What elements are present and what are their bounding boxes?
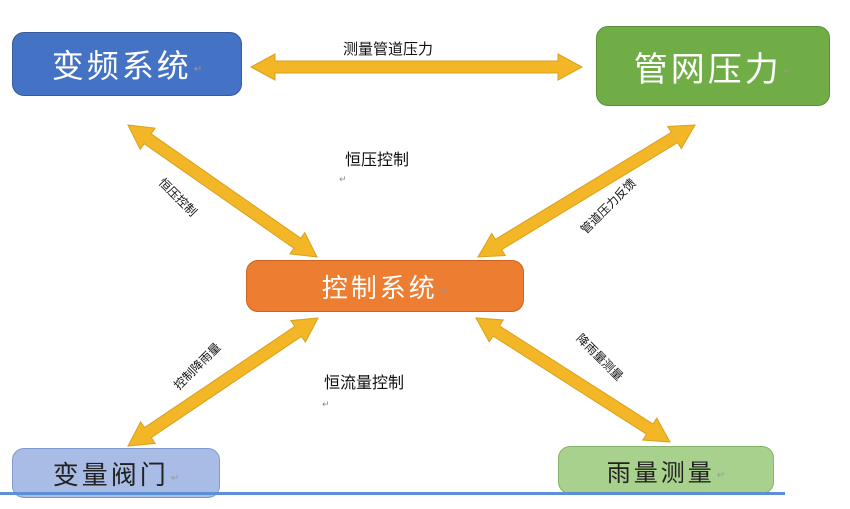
paragraph-mark: ↵ [193,63,203,75]
edge-label-center-upper: 恒压控制 [345,150,410,169]
paragraph-mark: ↵ [170,472,180,484]
paragraph-mark: ↵ [439,285,449,297]
arrow-control-rain [475,317,671,443]
paragraph-mark: ↵ [322,400,330,410]
arrow-vfd-pressure [249,53,584,81]
paragraph-mark: ↵ [339,175,347,185]
arrow-control-valve [127,317,319,447]
node-control-label: 控制系统 [321,273,438,304]
node-vfd-label: 变频系统 [51,47,192,85]
arrows-layer [127,53,696,447]
arrow-vfd-control [127,124,318,258]
node-pressure-label: 管网压力 [633,49,782,90]
paragraph-mark: ↵ [716,469,726,481]
arrow-pressure-control [477,124,696,258]
node-rain-label: 雨量测量 [606,458,715,487]
node-variable-valve: 变量阀门↵ [12,448,220,498]
node-valve-label: 变量阀门 [52,460,169,491]
node-vfd-system: 变频系统↵ [12,32,242,96]
paragraph-mark: ↵ [783,65,793,77]
node-control-system: 控制系统↵ [246,260,524,312]
node-pipe-pressure: 管网压力↵ [596,26,830,106]
edge-label-center-lower: 恒流量控制 [324,373,405,392]
node-rainfall-measurement: 雨量测量↵ [558,446,774,494]
edge-label-top: 测量管道压力 [343,40,434,58]
bottom-rule [0,492,785,495]
